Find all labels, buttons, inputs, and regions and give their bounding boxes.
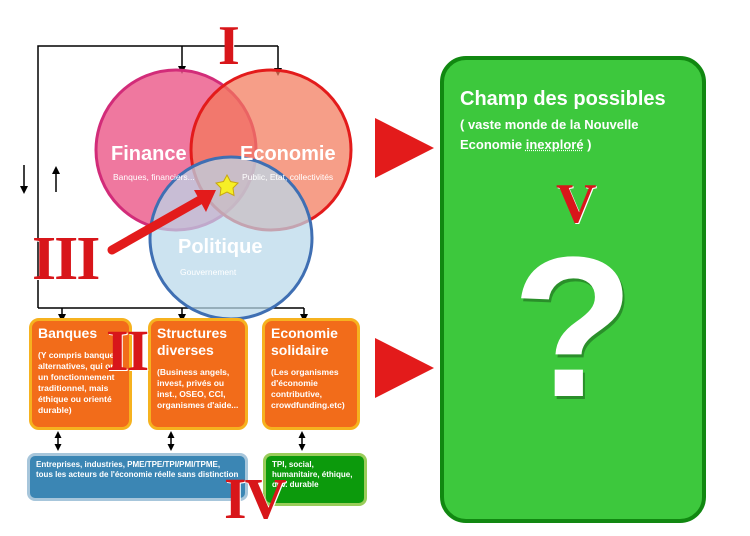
red-triangle-upper <box>375 118 434 178</box>
finance-sublabel: Banques, financiers... <box>113 172 195 182</box>
roman-numeral-ii: II <box>106 318 149 383</box>
roman-numeral-v: V <box>556 173 596 235</box>
economie-sublabel: Public, Etat, collectivités <box>242 172 334 182</box>
loop-direction-arrows <box>20 165 60 194</box>
roman-numeral-iv: IV <box>224 466 286 531</box>
structures-desc: (Business angels, invest, privés ou inst… <box>157 367 239 410</box>
solidaire-box: Economie solidaire (Les organismes d'éco… <box>262 318 360 430</box>
politique-label: Politique <box>178 236 263 258</box>
tpi-box: TPI, social, humanitaire, éthique, dév. … <box>263 453 367 506</box>
champ-subtitle-part-a: Economie <box>460 137 526 152</box>
star-icon <box>214 173 240 197</box>
champ-subtitle-line1: ( vaste monde de la Nouvelle <box>460 117 639 132</box>
red-triangle-lower <box>375 338 434 398</box>
structures-box: Structures diverses (Business angels, in… <box>148 318 248 430</box>
red-arrow-to-star <box>107 190 216 255</box>
finance-label: Finance <box>111 143 187 165</box>
roman-numeral-i: I <box>218 15 240 77</box>
box-connectors <box>54 431 306 451</box>
banques-box: Banques (Y compris banques alternatives,… <box>29 318 132 430</box>
banques-desc: (Y compris banques alternatives, qui ont… <box>38 350 120 415</box>
structures-title: Structures diverses <box>157 325 228 358</box>
roman-numeral-iii: III <box>32 225 100 293</box>
champ-subtitle-part-c: ) <box>583 137 592 152</box>
banques-title: Banques <box>38 325 98 341</box>
champ-subtitle-line2: Economie inexploré ) <box>460 135 638 155</box>
solidaire-title: Economie solidaire <box>271 325 338 358</box>
economie-label: Economie <box>240 143 336 165</box>
champ-des-possibles-box: Champ des possibles ( vaste monde de la … <box>440 56 706 523</box>
champ-subtitle-part-b: inexploré <box>525 137 584 152</box>
question-mark-icon: ? <box>511 216 635 439</box>
champ-subtitle: ( vaste monde de la Nouvelle Economie in… <box>460 115 638 155</box>
politique-sublabel: Gouvernement <box>180 267 237 277</box>
entreprises-box: Entreprises, industries, PME/TPE/TPI/PMI… <box>27 453 248 501</box>
solidaire-desc: (Les organismes d'économie contributive,… <box>271 367 345 410</box>
champ-title: Champ des possibles <box>460 88 666 110</box>
